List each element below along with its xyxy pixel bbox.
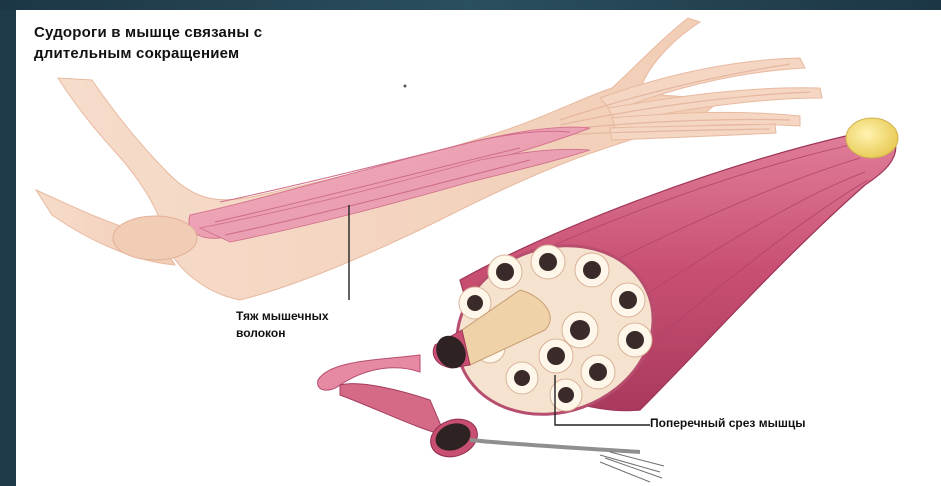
bundle-label-line-1: Тяж мышечных <box>236 308 356 325</box>
bundle-label: Тяж мышечных волокон <box>236 308 356 342</box>
elbow <box>113 216 197 260</box>
title-line-1: Судороги в мышце связаны с <box>34 22 414 43</box>
title-line-2: длительным сокращением <box>34 43 414 64</box>
tendon-end <box>846 118 898 158</box>
bundle-label-line-2: волокон <box>236 325 356 342</box>
cross-section-label: Поперечный срез мышцы <box>650 415 890 432</box>
slide-title: Судороги в мышце связаны с длительным со… <box>34 22 414 64</box>
stray-dot <box>404 85 407 88</box>
